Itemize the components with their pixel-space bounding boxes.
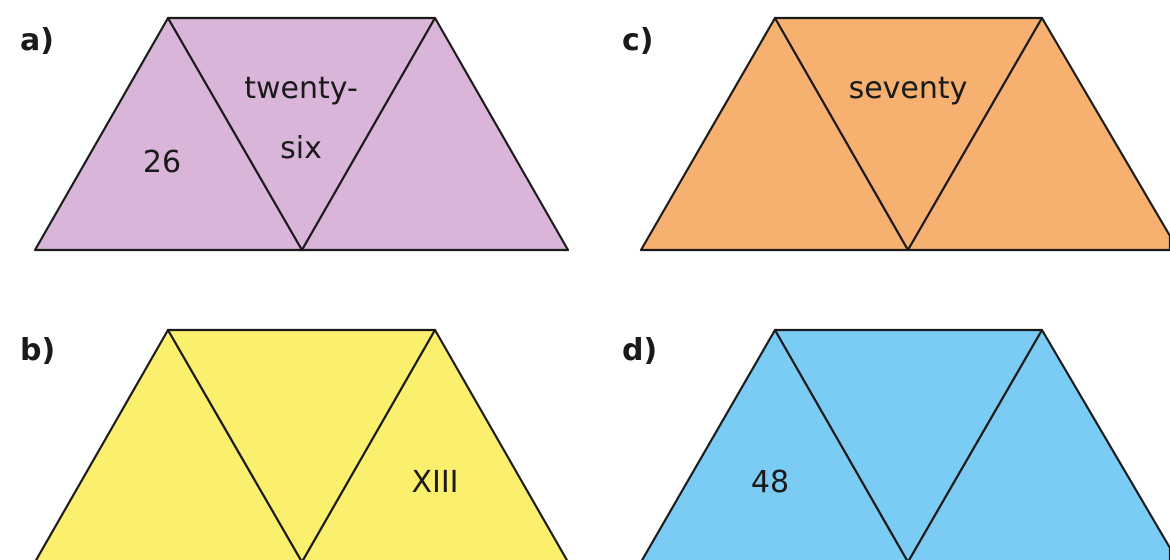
panel-c: c) seventy [622, 16, 1170, 252]
panel-label: a) [20, 23, 54, 58]
middle-triangle-text-line-2: six [280, 131, 322, 166]
right-triangle [301, 328, 569, 560]
panel-d: d) 48 [622, 328, 1170, 560]
panel-a: a) 26 twenty- six [20, 16, 570, 252]
right-triangle [300, 16, 570, 252]
left-triangle-text: 26 [143, 145, 181, 180]
panel-b: b) XIII [20, 328, 569, 560]
middle-triangle-text: seventy [849, 71, 968, 106]
right-triangle-text: XIII [411, 465, 458, 500]
panel-label: c) [622, 23, 654, 58]
panel-label: d) [622, 333, 657, 368]
left-triangle-text: 48 [751, 465, 789, 500]
panel-label: b) [20, 333, 55, 368]
right-triangle [906, 16, 1170, 252]
right-triangle [907, 328, 1170, 560]
middle-triangle-text-line-1: twenty- [244, 71, 358, 106]
